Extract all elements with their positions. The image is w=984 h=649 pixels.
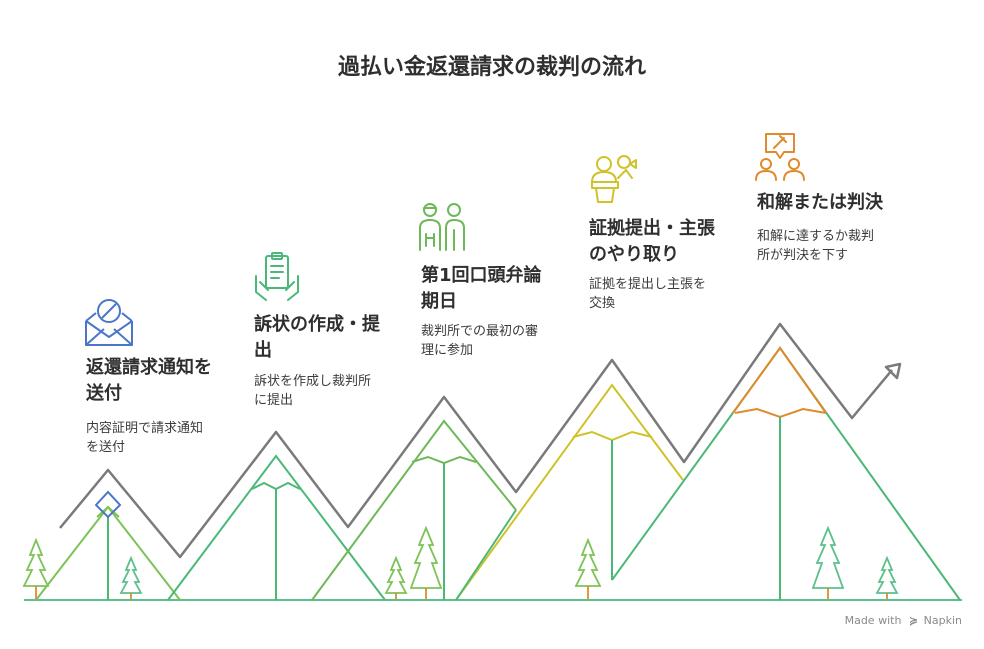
made-with-label: Made with (844, 614, 902, 627)
step-2-title-line: 出 (254, 340, 272, 361)
step-3-title: 第1回口頭弁論 期日 (421, 263, 591, 315)
step-2-description-line: 訴状を作成し裁判所 (254, 374, 372, 389)
envelope-cancel-icon (85, 299, 133, 346)
step-4-title-line: のやり取り (589, 244, 679, 265)
step-4-title: 証拠提出・主張 のやり取り (589, 216, 759, 268)
step-1-description-line: 内容証明で請求通知 (86, 421, 204, 436)
brand-label: Napkin (923, 614, 962, 627)
step-5-title-line: 和解または判決 (757, 192, 883, 213)
step-4-title-line: 証拠提出・主張 (589, 218, 715, 239)
arrow-head-icon (884, 362, 902, 380)
peak-marker-1 (94, 490, 122, 519)
step-2-description: 訴状を作成し裁判所 に提出 (254, 372, 424, 410)
diagram-title: 過払い金返還請求の裁判の流れ (337, 55, 646, 80)
tree-icon (22, 537, 50, 599)
step-5-description-line: 和解に達するか裁判 (757, 229, 875, 244)
tree-icon (119, 555, 143, 599)
step-1-description-line: を送付 (86, 440, 126, 455)
step-5-title: 和解または判決 (757, 190, 927, 216)
document-hand-icon (255, 252, 299, 301)
step-1-title: 返還請求通知を 送付 (86, 355, 256, 407)
step-2-title-line: 訴状の作成・提 (254, 314, 380, 335)
step-4-description-line: 証拠を提出し主張を (589, 277, 707, 292)
step-3-title-line: 期日 (421, 291, 457, 312)
napkin-watermark: Made with ≽ Napkin (845, 614, 962, 627)
step-3-title-line: 第1回口頭弁論 (421, 265, 542, 286)
tree-icon (811, 525, 845, 599)
step-1-title-line: 送付 (86, 383, 122, 404)
step-2-title: 訴状の作成・提 出 (254, 312, 424, 364)
gavel-people-icon (755, 133, 805, 181)
tree-icon (574, 537, 602, 599)
mountain-2 (167, 454, 386, 601)
step-4-description-line: 交換 (589, 296, 616, 311)
tree-icon (409, 525, 443, 599)
speaker-podium-icon (591, 155, 637, 203)
mountain-3 (311, 419, 517, 601)
step-5-description-line: 所が判決を下す (757, 248, 849, 263)
step-5-description: 和解に達するか裁判 所が判決を下す (757, 227, 927, 265)
progress-path (59, 322, 893, 559)
mountain-5 (732, 346, 961, 601)
step-1-description: 内容証明で請求通知 を送付 (86, 419, 256, 457)
tree-icon (384, 555, 408, 599)
step-4-description: 証拠を提出し主張を 交換 (589, 275, 759, 313)
napkin-logo-icon: ≽ (908, 614, 919, 627)
step-3-description-line: 裁判所での最初の審 (421, 324, 539, 339)
step-2-description-line: に提出 (254, 393, 294, 408)
mountain-4 (455, 383, 736, 601)
two-people-icon (419, 203, 465, 251)
tree-icon (875, 555, 899, 599)
step-1-title-line: 返還請求通知を (86, 357, 212, 378)
step-3-description: 裁判所での最初の審 理に参加 (421, 322, 591, 360)
step-3-description-line: 理に参加 (421, 343, 474, 358)
mountain-1 (35, 490, 181, 601)
